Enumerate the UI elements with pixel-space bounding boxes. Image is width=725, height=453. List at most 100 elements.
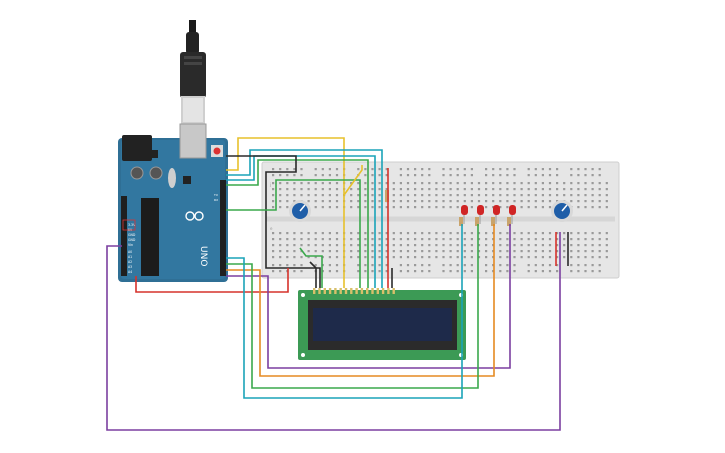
breadboard-hole[interactable] xyxy=(442,256,445,259)
breadboard-hole[interactable] xyxy=(335,244,339,247)
breadboard-hole[interactable] xyxy=(513,200,516,203)
rail-hole[interactable] xyxy=(534,264,537,267)
rail-hole[interactable] xyxy=(449,168,452,171)
rail-hole[interactable] xyxy=(499,174,502,177)
rail-hole[interactable] xyxy=(357,264,360,267)
breadboard-hole[interactable] xyxy=(541,194,544,197)
breadboard-hole[interactable] xyxy=(584,200,587,203)
breadboard-hole[interactable] xyxy=(541,244,544,247)
breadboard-hole[interactable] xyxy=(527,244,530,247)
rail-hole[interactable] xyxy=(321,168,324,171)
breadboard-hole[interactable] xyxy=(350,256,353,259)
breadboard-hole[interactable] xyxy=(556,250,559,253)
rail-hole[interactable] xyxy=(428,174,431,177)
breadboard-hole[interactable] xyxy=(300,238,303,241)
rail-hole[interactable] xyxy=(321,264,324,267)
breadboard-hole[interactable] xyxy=(570,244,573,247)
rail-hole[interactable] xyxy=(513,174,516,177)
rail-hole[interactable] xyxy=(556,174,559,177)
breadboard-hole[interactable] xyxy=(477,250,481,253)
breadboard-hole[interactable] xyxy=(548,238,552,241)
breadboard-hole[interactable] xyxy=(272,232,275,235)
breadboard-hole[interactable] xyxy=(513,188,516,191)
breadboard-hole[interactable] xyxy=(421,188,424,191)
rail-hole[interactable] xyxy=(335,168,339,171)
breadboard-hole[interactable] xyxy=(477,200,481,203)
breadboard-hole[interactable] xyxy=(435,200,438,203)
breadboard-hole[interactable] xyxy=(506,238,509,241)
breadboard-hole[interactable] xyxy=(414,188,417,191)
breadboard-hole[interactable] xyxy=(406,182,410,185)
breadboard-hole[interactable] xyxy=(321,182,324,185)
breadboard-hole[interactable] xyxy=(378,194,381,197)
rail-hole[interactable] xyxy=(570,270,573,273)
breadboard-hole[interactable] xyxy=(477,182,481,185)
breadboard-hole[interactable] xyxy=(357,250,360,253)
rail-hole[interactable] xyxy=(548,270,552,273)
breadboard-hole[interactable] xyxy=(371,206,374,209)
breadboard-hole[interactable] xyxy=(350,194,353,197)
lcd-pin[interactable] xyxy=(344,288,348,294)
rail-hole[interactable] xyxy=(293,174,296,177)
breadboard-hole[interactable] xyxy=(307,232,310,235)
breadboard-hole[interactable] xyxy=(335,238,339,241)
breadboard-hole[interactable] xyxy=(605,256,608,259)
breadboard-hole[interactable] xyxy=(456,200,459,203)
breadboard-hole[interactable] xyxy=(563,232,566,235)
breadboard-hole[interactable] xyxy=(399,206,402,209)
breadboard-hole[interactable] xyxy=(371,194,374,197)
rail-hole[interactable] xyxy=(463,174,466,177)
breadboard-hole[interactable] xyxy=(605,182,608,185)
wire-teal[interactable] xyxy=(226,149,383,288)
rail-hole[interactable] xyxy=(577,270,580,273)
rail-hole[interactable] xyxy=(485,270,488,273)
breadboard-hole[interactable] xyxy=(421,244,424,247)
resistor[interactable] xyxy=(459,217,463,226)
breadboard-hole[interactable] xyxy=(399,238,402,241)
rail-hole[interactable] xyxy=(541,168,544,171)
breadboard-hole[interactable] xyxy=(378,188,381,191)
breadboard-hole[interactable] xyxy=(442,244,445,247)
rail-hole[interactable] xyxy=(449,264,452,267)
breadboard-hole[interactable] xyxy=(321,238,324,241)
lcd-pin[interactable] xyxy=(334,288,337,294)
rail-hole[interactable] xyxy=(556,264,559,267)
breadboard-hole[interactable] xyxy=(435,206,438,209)
breadboard-hole[interactable] xyxy=(279,200,282,203)
breadboard-hole[interactable] xyxy=(328,194,331,197)
breadboard-hole[interactable] xyxy=(414,250,417,253)
lcd-pin[interactable] xyxy=(376,288,379,294)
breadboard-hole[interactable] xyxy=(449,182,452,185)
breadboard-hole[interactable] xyxy=(527,232,530,235)
lcd-pin[interactable] xyxy=(313,288,316,294)
breadboard-hole[interactable] xyxy=(279,232,282,235)
breadboard-hole[interactable] xyxy=(435,238,438,241)
wire-green-2[interactable] xyxy=(226,179,361,288)
breadboard-hole[interactable] xyxy=(371,188,374,191)
breadboard-hole[interactable] xyxy=(321,206,324,209)
breadboard-hole[interactable] xyxy=(328,206,331,209)
breadboard-hole[interactable] xyxy=(378,206,381,209)
breadboard-hole[interactable] xyxy=(300,256,303,259)
breadboard-hole[interactable] xyxy=(506,194,509,197)
rail-hole[interactable] xyxy=(406,174,410,177)
breadboard-hole[interactable] xyxy=(286,256,289,259)
rail-hole[interactable] xyxy=(279,264,282,267)
breadboard-hole[interactable] xyxy=(548,206,552,209)
breadboard-hole[interactable] xyxy=(470,256,473,259)
breadboard-hole[interactable] xyxy=(548,194,552,197)
lcd-pin[interactable] xyxy=(387,288,390,294)
breadboard-hole[interactable] xyxy=(541,182,544,185)
breadboard-hole[interactable] xyxy=(328,182,331,185)
power-header[interactable] xyxy=(121,196,127,276)
breadboard-hole[interactable] xyxy=(584,206,587,209)
lcd-pin[interactable] xyxy=(328,288,332,294)
rail-hole[interactable] xyxy=(328,264,331,267)
rail-hole[interactable] xyxy=(485,264,488,267)
rail-hole[interactable] xyxy=(570,264,573,267)
rail-hole[interactable] xyxy=(414,174,417,177)
breadboard-hole[interactable] xyxy=(350,232,353,235)
rail-hole[interactable] xyxy=(421,270,424,273)
breadboard-hole[interactable] xyxy=(321,194,324,197)
lcd-pin-header[interactable] xyxy=(313,288,395,294)
